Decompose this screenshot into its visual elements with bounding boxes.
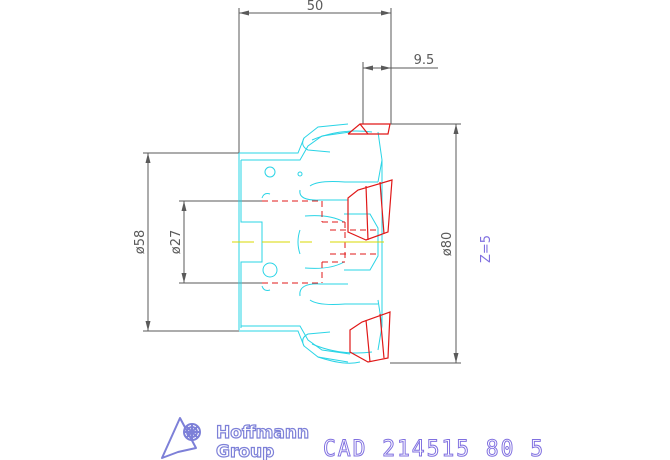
hoffmann-logo: Hoffmann Group	[161, 417, 310, 460]
cutting-insert-top	[347, 123, 391, 135]
tool-body-outline	[238, 123, 383, 364]
dimension-lines	[143, 8, 461, 364]
teeth-count-label: Z=5	[479, 235, 494, 263]
brand-name-line1: Hoffmann	[216, 423, 309, 443]
dim-cutter-diameter: ø80	[440, 232, 455, 257]
dimension-arrows	[145, 10, 459, 363]
drawing-id: CAD_214515_80_5	[323, 437, 545, 460]
dim-shank-diameter: ø58	[133, 230, 148, 255]
dim-insert-offset: 9.5	[414, 53, 435, 68]
hidden-lines	[262, 200, 378, 284]
cutting-insert-middle	[347, 179, 393, 241]
brand-name-line2: Group	[216, 442, 274, 460]
cutting-insert-bottom	[349, 311, 391, 363]
dim-bore-diameter: ø27	[169, 230, 184, 255]
dim-overall-length: 50	[307, 0, 324, 14]
logo-mark-icon	[161, 417, 201, 459]
